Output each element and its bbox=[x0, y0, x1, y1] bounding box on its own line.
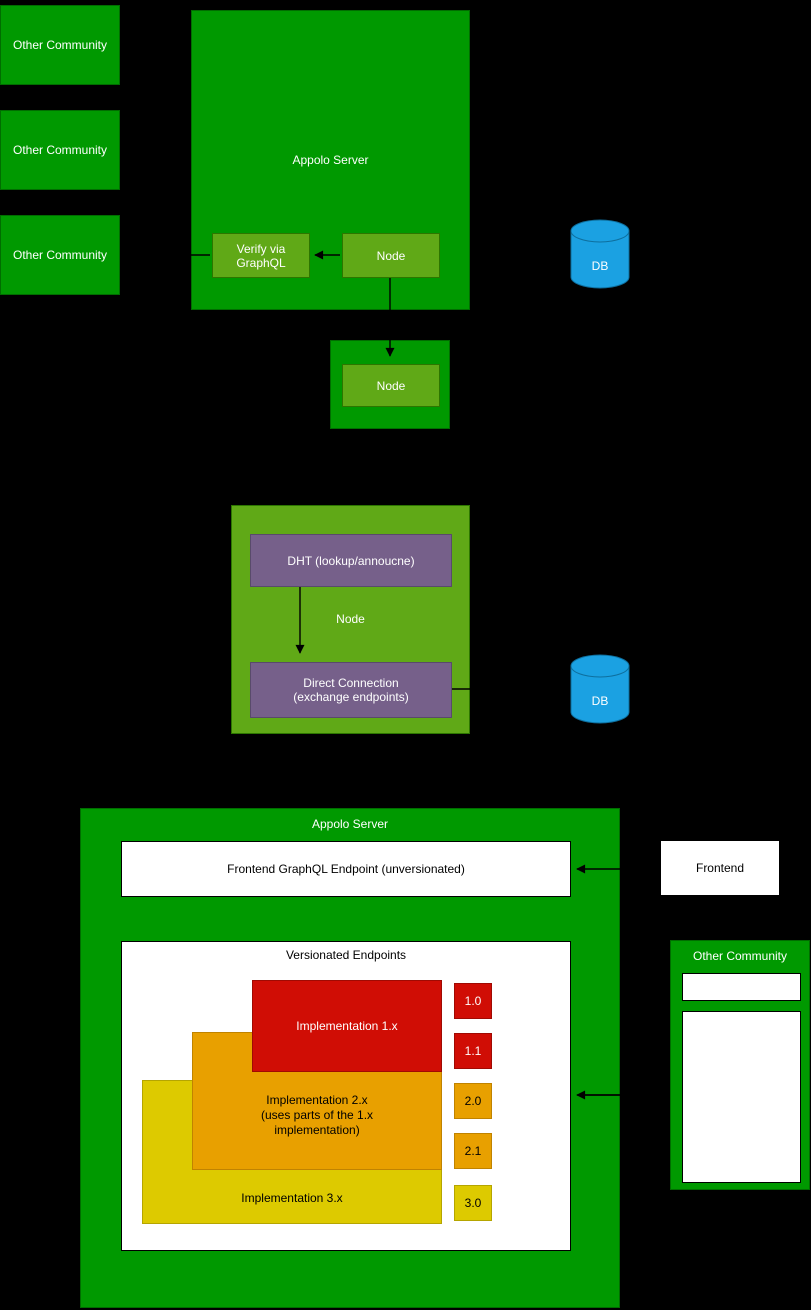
version-chip-2-0: 2.0 bbox=[454, 1083, 492, 1119]
implementation-2x-label: Implementation 2.x (uses parts of the 1.… bbox=[260, 1093, 374, 1137]
implementation-1x-box: Implementation 1.x bbox=[252, 980, 442, 1072]
other-community-label: Other Community bbox=[12, 38, 108, 52]
version-chip-1-0: 1.0 bbox=[454, 983, 492, 1019]
dht-label: DHT (lookup/annoucne) bbox=[287, 553, 415, 568]
db-label: DB bbox=[591, 694, 609, 708]
implementation-1x-label: Implementation 1.x bbox=[296, 1019, 398, 1033]
other-community-label: Other Community bbox=[12, 248, 108, 262]
node-label: Node bbox=[376, 378, 406, 393]
node-box-standalone: Node bbox=[342, 364, 440, 407]
verify-via-graphql-node: Verify via GraphQL bbox=[212, 233, 310, 278]
appolo-server-container-bottom: Appolo Server Frontend GraphQL Endpoint … bbox=[80, 808, 620, 1308]
version-label: 2.1 bbox=[464, 1144, 482, 1158]
implementation-3x-label: Implementation 3.x bbox=[241, 1191, 343, 1205]
node-container-standalone: Node bbox=[330, 340, 450, 429]
other-community-box-3: Other Community bbox=[0, 215, 120, 295]
node-container-middle: Node DHT (lookup/annoucne) Direct Connec… bbox=[231, 505, 470, 734]
version-label: 1.0 bbox=[464, 994, 482, 1008]
other-community-title: Other Community bbox=[692, 949, 788, 963]
other-community-inner-box-large bbox=[682, 1011, 801, 1183]
db-cylinder-middle: DB bbox=[570, 654, 630, 724]
version-chip-3-0: 3.0 bbox=[454, 1185, 492, 1221]
node-box-top: Node bbox=[342, 233, 440, 278]
db-cylinder-top: DB bbox=[570, 219, 630, 289]
direct-connection-box: Direct Connection (exchange endpoints) bbox=[250, 662, 452, 718]
version-chip-2-1: 2.1 bbox=[454, 1133, 492, 1169]
version-chip-1-1: 1.1 bbox=[454, 1033, 492, 1069]
appolo-server-container-top: Appolo Server Verify via GraphQL Node bbox=[191, 10, 470, 310]
version-label: 2.0 bbox=[464, 1094, 482, 1108]
database-cylinder-icon bbox=[570, 654, 630, 724]
node-label: Node bbox=[376, 248, 406, 263]
versionated-endpoints-title: Versionated Endpoints bbox=[285, 948, 407, 962]
versionated-endpoints-box: Versionated Endpoints Implementation 3.x… bbox=[121, 941, 571, 1251]
other-community-inner-box-small bbox=[682, 973, 801, 1001]
node-container-label: Node bbox=[336, 612, 365, 626]
other-community-box-2: Other Community bbox=[0, 110, 120, 190]
other-community-box-1: Other Community bbox=[0, 5, 120, 85]
other-community-label: Other Community bbox=[12, 143, 108, 157]
frontend-label: Frontend bbox=[695, 861, 745, 875]
database-cylinder-icon bbox=[570, 219, 630, 289]
version-label: 1.1 bbox=[464, 1044, 482, 1058]
direct-connection-label: Direct Connection (exchange endpoints) bbox=[293, 676, 409, 704]
verify-via-graphql-label: Verify via GraphQL bbox=[236, 241, 286, 270]
version-label: 3.0 bbox=[464, 1196, 482, 1210]
appolo-server-title: Appolo Server bbox=[292, 153, 369, 167]
frontend-graphql-endpoint-box: Frontend GraphQL Endpoint (unversionated… bbox=[121, 841, 571, 897]
db-label: DB bbox=[591, 259, 609, 273]
dht-lookup-announce-box: DHT (lookup/annoucne) bbox=[250, 534, 452, 587]
other-community-box-bottom: Other Community bbox=[670, 940, 810, 1190]
appolo-server-title: Appolo Server bbox=[311, 817, 389, 831]
frontend-graphql-endpoint-label: Frontend GraphQL Endpoint (unversionated… bbox=[227, 862, 465, 876]
frontend-box: Frontend bbox=[660, 840, 780, 896]
